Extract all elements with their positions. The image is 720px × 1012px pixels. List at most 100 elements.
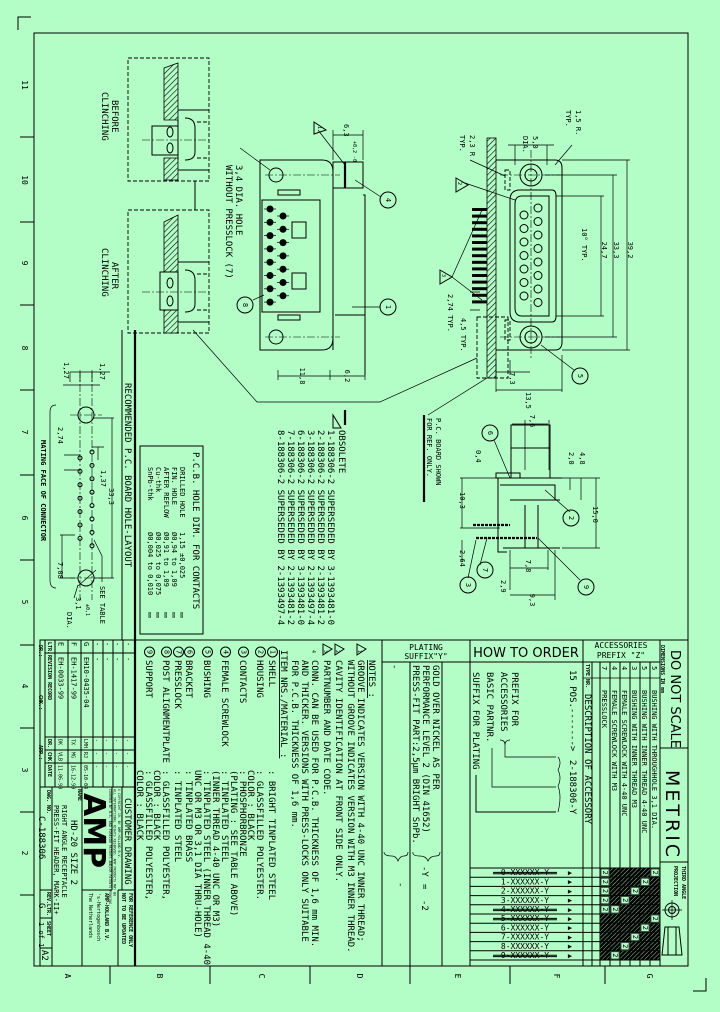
accessory-mark-cell [600, 877, 610, 886]
accessory-na-cell [609, 895, 621, 906]
revision-record: EH10-0435-04 [82, 657, 90, 708]
accessory-mark: 2 [601, 907, 609, 911]
pcb-hole [77, 509, 83, 515]
accessory-na-cell [609, 867, 621, 878]
rev-ltr: G [36, 903, 46, 908]
contact-socket [533, 298, 543, 307]
item-name: BRACKET [183, 660, 193, 699]
accessory-na-cell [649, 932, 661, 942]
note-line: CONN. CAN BE USED FOR P.C.B. THICKNESS O… [309, 660, 319, 947]
revision-date: 05-10-04 [82, 765, 88, 789]
item-number: 4 [222, 650, 230, 654]
item-material: : BRIGHT TINPLATED STEEL [266, 770, 276, 900]
hole-dim-unit: mm [154, 612, 160, 618]
dim-depth: 11,8 [298, 368, 306, 385]
accessory-na-cell [629, 922, 641, 933]
revision-ltr: G [82, 642, 90, 646]
sheet-label: SHEET [45, 921, 51, 936]
accessory-mark-cell [610, 905, 620, 914]
drawing-title-1: HD-20 SIZE 2 [68, 820, 78, 885]
item-name: SHELL [266, 660, 276, 687]
revision-dr: DK [57, 739, 63, 745]
accessory-na-cell [619, 904, 631, 915]
press-fit-pin [472, 280, 487, 284]
radius-top-typ: TYP. [564, 110, 572, 127]
radius-side-typ: TYP. [458, 135, 466, 152]
accessory-row: 8-XXXXXX-Y▶2 [501, 941, 661, 952]
item-number-circle [220, 646, 231, 658]
item-name: SUPPORT [143, 660, 153, 699]
revision-header-date: DATE [46, 765, 52, 777]
accessory-row: 9-XXXXXX-Y▶2 [493, 950, 661, 961]
accessory-na-cell [609, 913, 621, 924]
accessory-na-cell [609, 932, 621, 942]
accessory-row: 7-XXXXXX-Y▶2 [501, 932, 661, 942]
revision-chk: RJ [82, 752, 88, 758]
dim-pitch: 2,74 TYP. [446, 294, 454, 332]
name-label: NAME [76, 789, 82, 801]
sheet-frame [17, 16, 707, 992]
accessory-na-cell [619, 867, 631, 878]
hole-dim-label: FIN. HOLE [170, 467, 178, 505]
revision-flag-icon: ▶ [568, 869, 573, 877]
accessory-na-cell [609, 922, 621, 933]
revision-flag-icon: ▶ [568, 933, 573, 941]
accessory-part-number: 7-XXXXXX-Y [501, 933, 549, 942]
accessory-na-cell [609, 941, 621, 952]
plating-title: PLATING [409, 643, 443, 652]
pcb-hole [89, 529, 95, 535]
revision-flag-icon: ▶ [568, 887, 573, 895]
right-panel: DIMENSIONS IN mm DO NOT SCALE METRIC THI… [659, 640, 688, 966]
hole-span: 33,3 [107, 488, 115, 505]
zone-number: 5 [20, 600, 29, 605]
hole-dim-label: AFTER REFLOW [162, 467, 170, 518]
company-country: The Netherlands [87, 893, 93, 938]
accessory-mark: 2 [651, 916, 659, 920]
zone-letter: G [645, 974, 654, 979]
front-view: 39,2 33,3 24,7 10° TYP. 1,5 R. TYP. 5,0 … [427, 110, 634, 416]
dim-section-pin: 2,64 [458, 550, 466, 567]
revision-dr: - [113, 739, 119, 742]
dim-mount-spacing: 33,3 [612, 242, 620, 259]
zone-letter: B [155, 974, 164, 979]
accessory-mark-cell [600, 905, 610, 914]
accessory-na-cell [599, 941, 611, 952]
balloon-6: 6 [481, 424, 499, 442]
contact-socket [533, 217, 543, 226]
order-basic: BASIC PARTNR. [484, 672, 494, 742]
note-flag-number: 2 [334, 650, 340, 653]
note-flag-icon [334, 643, 345, 656]
balloon-9: 9 [577, 578, 595, 596]
pcb-hole [89, 476, 95, 482]
plating-blank-1: - [389, 664, 399, 669]
accessory-na-cell [639, 932, 651, 942]
pcb-note: P.C. BOARD SHOWN [434, 418, 442, 485]
item-name: POST ALIGNMENTPLATE [160, 660, 170, 763]
accessory-na-cell [649, 895, 661, 906]
drawing-title-2: RIGHT ANGLE RECEPTACLE [60, 805, 68, 898]
pcb-hole-dim-table: P.C.B. HOLE DIM. FOR CONTACTS DRILLED HO… [139, 445, 204, 635]
obsolete-item: 7-188306-2 SUPERSEDED BY 2-1393481-2 [285, 430, 295, 625]
note-line: WITHOUT GROOVE INDICATES VERSION WITH M3… [345, 660, 355, 953]
revision-flag-icon: ▶ [568, 906, 573, 914]
accessory-mark-cell [600, 887, 610, 895]
accessory-mark: 2 [631, 889, 639, 893]
accessory-na-cell [639, 886, 651, 896]
zone-number: 9 [20, 261, 29, 266]
press-fit-pin [472, 227, 487, 231]
contact-socket [533, 230, 543, 240]
hole-dia: 5,0 [531, 136, 539, 149]
balloon-2: 2 [562, 509, 580, 527]
note-flag-number: 4 [310, 650, 316, 653]
rev-ltr-label: REV.LTR. [45, 892, 51, 916]
revision-record: EH-0033-99 [57, 657, 65, 699]
accessory-description: BUSHING WITH INNER THREAD 4-40 UNC [640, 690, 648, 833]
accessory-mark: 2 [611, 907, 619, 911]
accessory-na-cell [629, 876, 641, 887]
accessory-mark-cell [600, 896, 610, 905]
contact-socket [519, 278, 529, 287]
balloon-7: 7 [476, 561, 494, 579]
dim-section-gap: 0,4 [474, 450, 482, 463]
